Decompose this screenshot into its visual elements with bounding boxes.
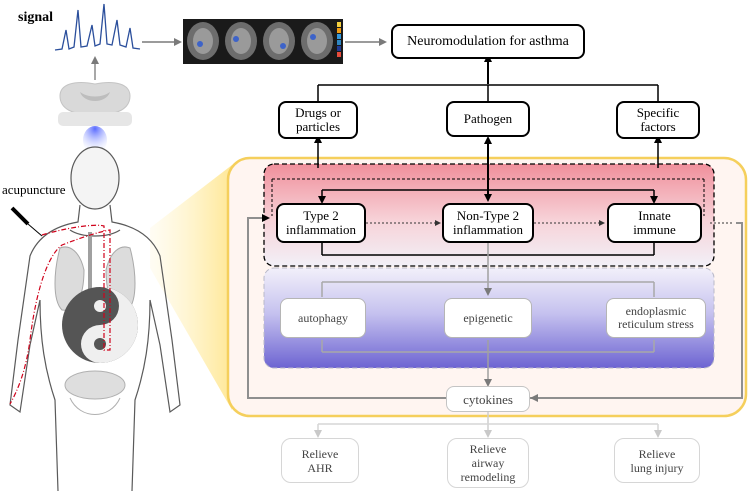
cytokines-box: cytokines [446, 386, 530, 412]
yin-yang-symbol [62, 287, 138, 363]
relieve-airway-remodeling-box: Relieve airway remodeling [447, 438, 529, 488]
relieve-lung-injury-box: Relieve lung injury [614, 438, 700, 483]
acupuncture-meridian [9, 224, 111, 405]
brain-scan-images [183, 19, 343, 64]
signal-label: signal [18, 10, 54, 25]
signal-trace [54, 3, 141, 51]
drugs-particles-box: Drugs or particles [278, 101, 358, 139]
acupuncture-needle-icon [10, 206, 43, 237]
non-type2-inflammation-box: Non-Type 2 inflammation [442, 203, 534, 243]
specific-factors-box: Specific factors [616, 101, 700, 139]
spinal-cord-section [58, 82, 132, 154]
neuromodulation-box: Neuromodulation for asthma [391, 24, 585, 59]
zoom-beam [150, 165, 232, 410]
acupuncture-label: acupuncture [2, 182, 66, 197]
type2-inflammation-box: Type 2 inflammation [276, 203, 366, 243]
relieve-ahr-box: Relieve AHR [281, 438, 359, 483]
autophagy-box: autophagy [280, 298, 366, 338]
epigenetic-box: epigenetic [444, 298, 532, 338]
human-body-figure [9, 146, 181, 491]
innate-immune-box: Innate immune [607, 203, 702, 243]
pathogen-box: Pathogen [446, 101, 530, 137]
er-stress-box: endoplasmic reticulum stress [606, 298, 706, 338]
